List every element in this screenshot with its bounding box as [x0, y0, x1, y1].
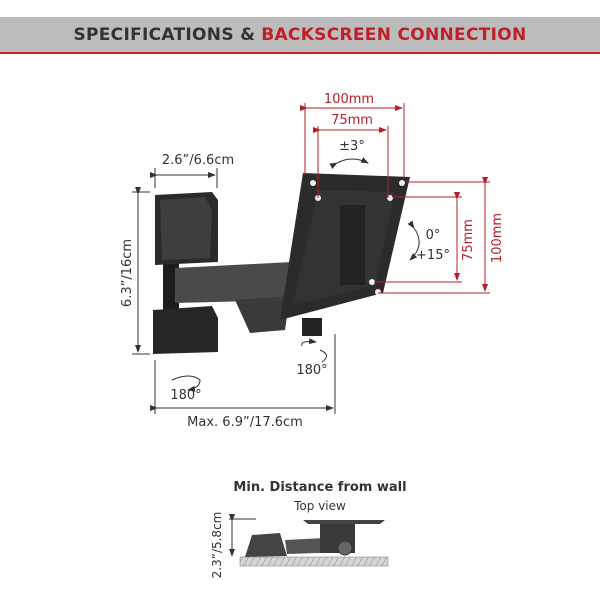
vesa-width-outer-label: 100mm [324, 92, 374, 107]
header-title-dark: SPECIFICATIONS & [73, 24, 256, 45]
vesa-height-outer-label: 100mm [490, 213, 505, 263]
rotation-label: ±3° [339, 139, 365, 154]
tilt-arrow-icon [407, 220, 420, 261]
depth-label: 2.6”/6.6cm [162, 153, 234, 168]
min-distance-label: 2.3”/5.8cm [210, 512, 224, 579]
rotation-arrow-icon [329, 157, 369, 169]
top-view-drawing [229, 514, 389, 567]
wall-swivel-label: 180° [170, 388, 201, 403]
section-header: SPECIFICATIONS & BACKSCREEN CONNECTION [0, 17, 600, 54]
tilt-top-label: 0° [426, 228, 441, 243]
max-extension-label: Max. 6.9”/17.6cm [187, 415, 303, 430]
wall-hatch [239, 556, 389, 567]
vesa-width-inner-label: 75mm [331, 113, 373, 128]
plate-swivel-arrow-icon [301, 342, 327, 363]
plate-swivel-label: 180° [296, 363, 327, 378]
swing-arm [175, 262, 292, 333]
min-distance-title: Min. Distance from wall [233, 480, 406, 495]
min-distance-subtitle: Top view [293, 499, 346, 513]
vesa-height-inner-label: 75mm [461, 219, 476, 261]
wall-swivel-arrow-icon [171, 375, 201, 392]
height-label: 6.3”/16cm [120, 239, 135, 307]
tilt-bottom-label: +15° [416, 248, 450, 263]
wall-bracket [153, 192, 218, 354]
header-title-red: BACKSCREEN CONNECTION [261, 24, 527, 45]
vesa-plate [280, 173, 410, 336]
